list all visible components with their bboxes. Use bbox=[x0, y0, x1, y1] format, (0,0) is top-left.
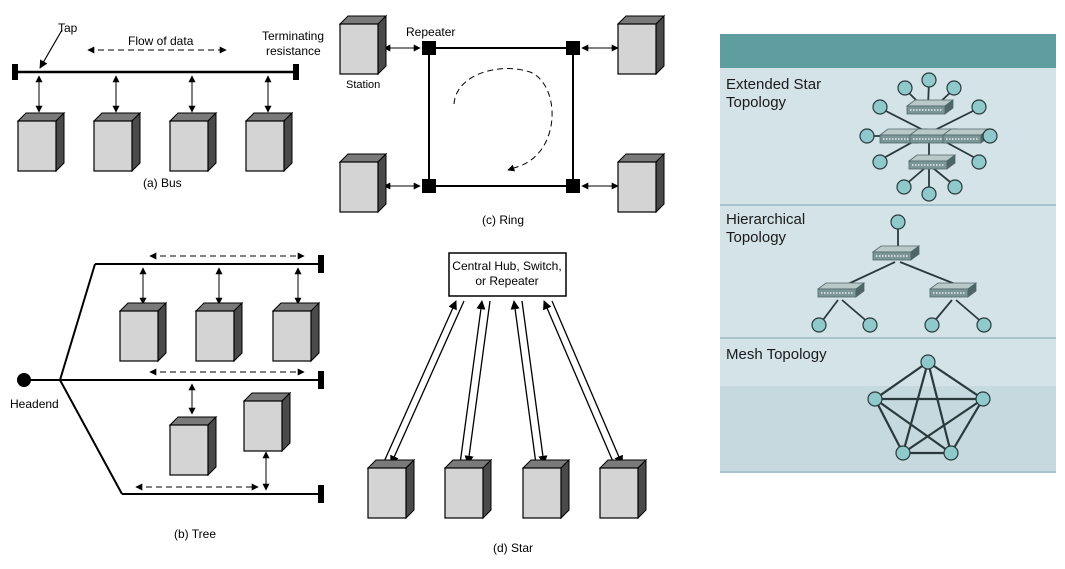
bus-station bbox=[93, 112, 141, 172]
star-link bbox=[521, 300, 548, 465]
star-topology: Central Hub, Switch, or Repeater (d) Sta… bbox=[367, 252, 647, 555]
bus-topology: Tap Flow of data Terminating resistance … bbox=[12, 21, 324, 190]
tap-label: Tap bbox=[58, 21, 78, 35]
hub-label-2: or Repeater bbox=[475, 274, 538, 288]
extended-star-title: Extended Star Topology bbox=[726, 76, 821, 112]
terminating-label-2: resistance bbox=[266, 44, 321, 58]
hub-icon bbox=[908, 154, 956, 170]
ring-station bbox=[617, 153, 665, 213]
tree-terminator bbox=[318, 371, 324, 389]
hub-icon bbox=[872, 245, 920, 261]
mesh-nodes bbox=[867, 354, 991, 461]
bus-station bbox=[17, 112, 65, 172]
star-link bbox=[510, 300, 537, 465]
mesh-title-line1: Mesh Topology bbox=[726, 346, 827, 363]
star-link bbox=[543, 300, 615, 465]
hierarchical-title-line2: Topology bbox=[726, 229, 787, 246]
extended-star-title-line2: Topology bbox=[726, 94, 787, 111]
ring-station bbox=[339, 15, 387, 75]
mesh-title: Mesh Topology bbox=[726, 346, 827, 364]
hub-icon bbox=[817, 282, 865, 298]
repeater bbox=[566, 179, 580, 193]
repeater-label: Repeater bbox=[406, 25, 455, 39]
tree-caption: (b) Tree bbox=[174, 527, 216, 541]
extended-star-nodes bbox=[859, 72, 998, 202]
repeater bbox=[422, 41, 436, 55]
section-hierarchical bbox=[720, 205, 1056, 338]
headend-node bbox=[17, 373, 31, 387]
star-link bbox=[551, 300, 623, 465]
ring-topology: Repeater Station (c) Ring bbox=[339, 15, 665, 227]
tree-station bbox=[243, 392, 291, 452]
bus-caption: (a) Bus bbox=[143, 176, 182, 190]
hierarchical-nodes bbox=[811, 214, 992, 333]
mesh-illustration bbox=[874, 361, 984, 455]
terminating-label-1: Terminating bbox=[262, 29, 324, 43]
star-link bbox=[390, 300, 465, 465]
tree-terminator bbox=[318, 485, 324, 503]
tree-terminator bbox=[318, 255, 324, 273]
hierarchical-title: Hierarchical Topology bbox=[726, 211, 805, 247]
star-link bbox=[382, 300, 457, 465]
hub-icon bbox=[942, 128, 990, 144]
station-label: Station bbox=[346, 79, 380, 91]
star-link bbox=[464, 300, 491, 465]
ring-data-flow-arrow bbox=[453, 68, 553, 172]
extended-star-title-line1: Extended Star bbox=[726, 76, 822, 93]
bus-station bbox=[169, 112, 217, 172]
panel-header bbox=[720, 34, 1056, 68]
tree-station bbox=[169, 416, 217, 476]
central-hub bbox=[448, 252, 567, 297]
bus-terminator-left bbox=[12, 64, 18, 80]
ring-caption: (c) Ring bbox=[482, 213, 524, 227]
hub-icon bbox=[906, 99, 954, 115]
tree-topology: Headend (b) Tree bbox=[10, 252, 324, 541]
headend-label: Headend bbox=[10, 397, 59, 411]
tap-pointer bbox=[39, 29, 63, 69]
star-station bbox=[599, 459, 647, 519]
star-link bbox=[459, 300, 486, 465]
repeater bbox=[566, 41, 580, 55]
bus-station bbox=[245, 112, 293, 172]
star-caption: (d) Star bbox=[493, 541, 533, 555]
star-station bbox=[444, 459, 492, 519]
hub-label-1: Central Hub, Switch, bbox=[452, 259, 561, 273]
star-station bbox=[367, 459, 415, 519]
hierarchical-title-line1: Hierarchical bbox=[726, 211, 806, 228]
bus-terminator-right bbox=[293, 64, 299, 80]
star-station bbox=[522, 459, 570, 519]
tree-station bbox=[119, 302, 167, 362]
tree-station bbox=[272, 302, 320, 362]
topology-panel bbox=[720, 34, 1056, 473]
flow-label: Flow of data bbox=[128, 34, 194, 48]
ring-station bbox=[617, 15, 665, 75]
ring-station bbox=[339, 153, 387, 213]
hub-icon bbox=[929, 282, 977, 298]
ring-loop bbox=[428, 47, 574, 187]
repeater bbox=[422, 179, 436, 193]
tree-station bbox=[195, 302, 243, 362]
